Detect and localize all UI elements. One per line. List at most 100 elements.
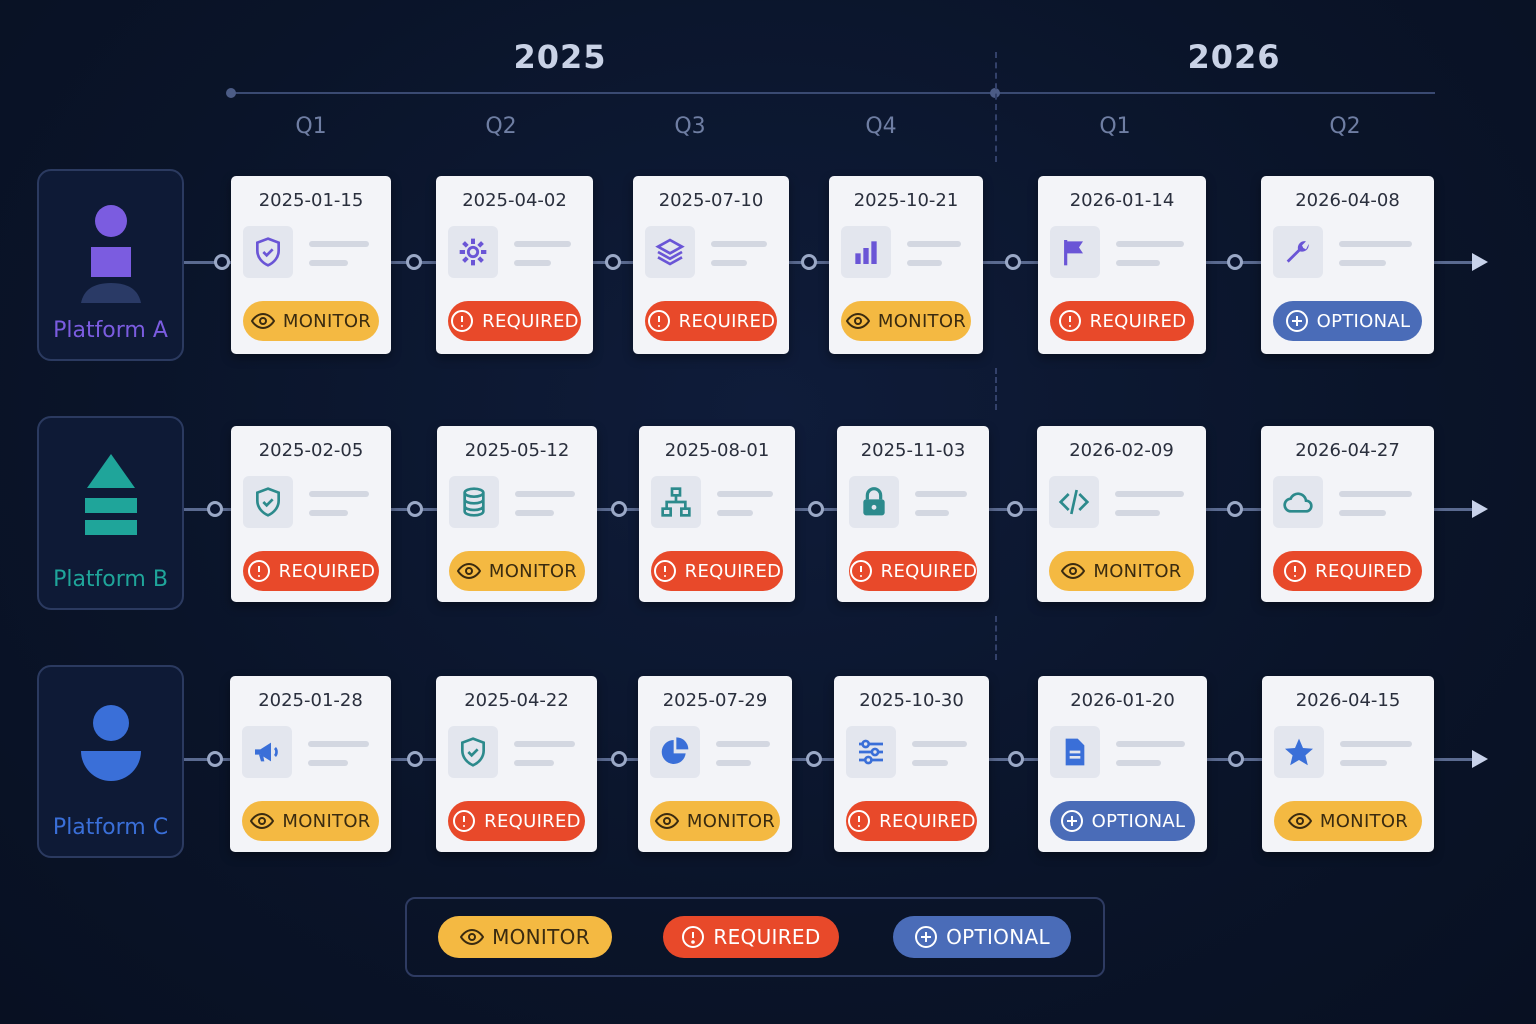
timeline-node — [1008, 751, 1024, 767]
placeholder-line — [717, 491, 773, 497]
timeline-node — [611, 751, 627, 767]
year-axis-line — [231, 92, 1435, 94]
placeholder-line — [716, 741, 770, 747]
placeholder-line — [1116, 260, 1160, 266]
flag-icon — [1050, 226, 1100, 278]
placeholder-line — [1116, 741, 1185, 747]
milestone-date: 2026-04-15 — [1295, 690, 1401, 711]
status-badge: REQUIRED — [1050, 301, 1194, 341]
status-label: REQUIRED — [482, 310, 579, 332]
placeholder-line — [1116, 241, 1184, 247]
alert-icon — [1058, 309, 1090, 333]
legend-optional: OPTIONAL — [893, 916, 1071, 958]
status-label: REQUIRED — [678, 310, 776, 332]
eye-icon — [460, 925, 492, 949]
milestone-date: 2025-10-21 — [853, 190, 959, 211]
status-badge: REQUIRED — [651, 551, 783, 591]
eye-icon — [250, 309, 283, 333]
timeline-node — [605, 254, 621, 270]
eye-icon — [1287, 809, 1320, 833]
status-badge: MONITOR — [243, 301, 379, 341]
axis-start-dot — [226, 88, 236, 98]
status-badge: REQUIRED — [243, 551, 379, 591]
status-label: MONITOR — [1319, 810, 1409, 832]
alert-icon — [452, 809, 484, 833]
placeholder-line — [1339, 260, 1386, 266]
status-label: REQUIRED — [278, 560, 376, 582]
status-label: REQUIRED — [880, 560, 978, 582]
sliders-icon — [846, 726, 896, 778]
status-badge: MONITOR — [650, 801, 780, 841]
document-icon — [1050, 726, 1100, 778]
placeholder-line — [912, 741, 967, 747]
status-badge: REQUIRED — [849, 551, 977, 591]
placeholder-line — [309, 491, 369, 497]
status-label: OPTIONAL — [1316, 310, 1411, 332]
status-label: MONITOR — [282, 310, 372, 332]
milestone-date: 2025-07-29 — [662, 690, 768, 711]
placeholder-line — [309, 241, 369, 247]
placeholder-line — [308, 760, 348, 766]
timeline-node — [207, 501, 223, 517]
person-icon — [71, 199, 151, 313]
milestone-date: 2025-01-15 — [258, 190, 364, 211]
status-badge: OPTIONAL — [1050, 801, 1195, 841]
status-label: REQUIRED — [484, 810, 581, 832]
eye-icon — [250, 809, 282, 833]
year-divider — [995, 616, 997, 660]
timeline-node — [801, 254, 817, 270]
legend: MONITOR REQUIRED OPTIONAL — [405, 897, 1105, 977]
milestone-date: 2025-07-10 — [658, 190, 764, 211]
wrench-icon — [1273, 226, 1323, 278]
status-badge: MONITOR — [1049, 551, 1194, 591]
quarter-label: Q1 — [295, 114, 327, 139]
placeholder-line — [907, 260, 942, 266]
placeholder-line — [308, 741, 369, 747]
arrow-right-icon — [1472, 500, 1488, 518]
platform-name: Platform B — [53, 567, 168, 592]
status-label: REQUIRED — [879, 810, 976, 832]
placeholder-line — [514, 260, 551, 266]
database-icon — [449, 476, 499, 528]
placeholder-line — [515, 491, 575, 497]
alert-icon — [653, 559, 685, 583]
eye-icon — [845, 309, 878, 333]
placeholder-line — [912, 760, 948, 766]
timeline-row-line — [180, 508, 1472, 511]
gear-icon — [448, 226, 498, 278]
star-icon — [1274, 726, 1324, 778]
status-label: REQUIRED — [1089, 310, 1187, 332]
status-label: MONITOR — [877, 310, 967, 332]
milestone-date: 2026-04-27 — [1295, 440, 1400, 461]
milestone-date: 2026-01-14 — [1069, 190, 1175, 211]
timeline-node — [406, 254, 422, 270]
timeline-node — [808, 501, 824, 517]
quarter-label: Q4 — [865, 114, 897, 139]
milestone-date: 2026-01-20 — [1070, 690, 1175, 711]
status-label: MONITOR — [488, 560, 578, 582]
placeholder-line — [711, 241, 767, 247]
milestone-date: 2025-02-05 — [258, 440, 364, 461]
timeline-node — [611, 501, 627, 517]
timeline-node — [207, 751, 223, 767]
placeholder-line — [711, 260, 747, 266]
placeholder-line — [309, 260, 348, 266]
